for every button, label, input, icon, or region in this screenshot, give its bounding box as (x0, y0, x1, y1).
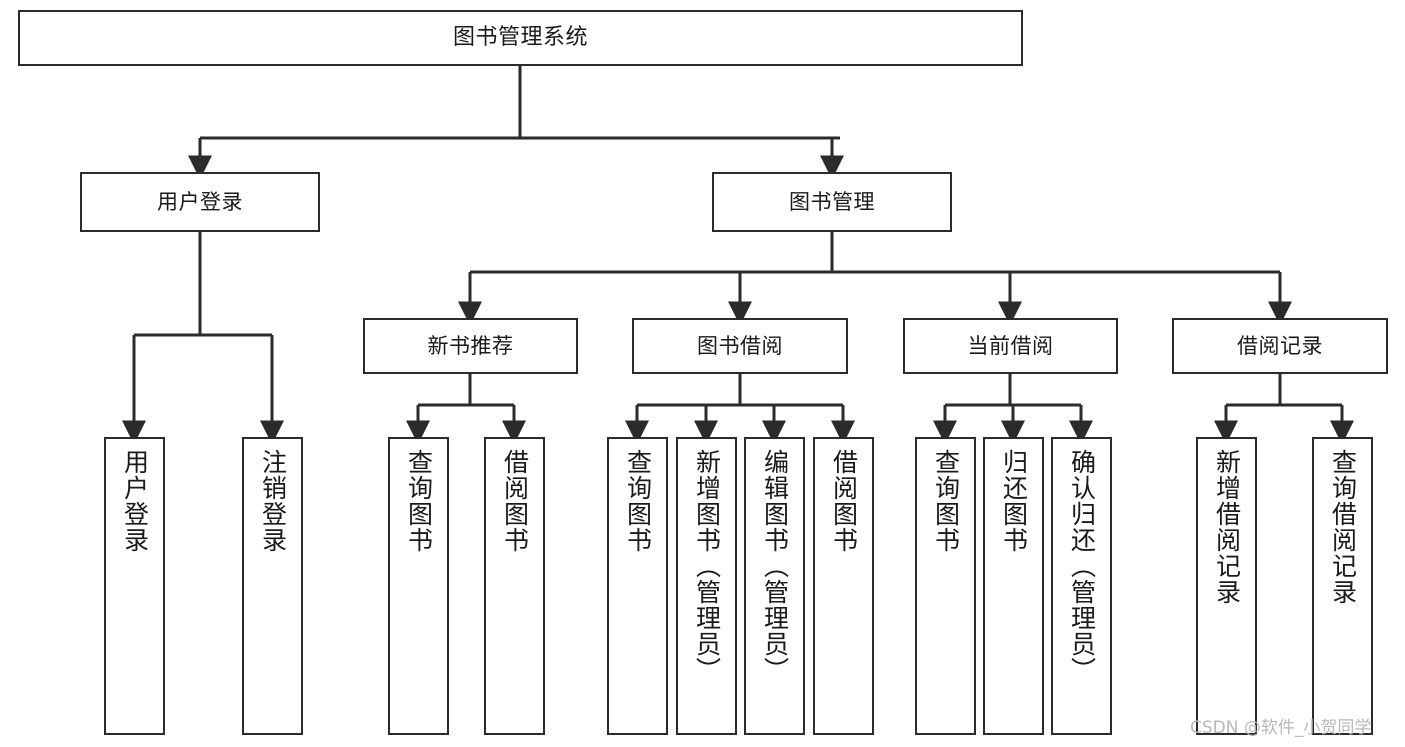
leaf-current-confirm-return[interactable]: 确认归还（管理员） (1051, 437, 1112, 735)
leaf-current-return-book[interactable]: 归还图书 (983, 437, 1044, 735)
leaf-user-login-login-label: 用户登录 (120, 449, 150, 553)
node-book-management[interactable]: 图书管理 (712, 172, 952, 232)
leaf-records-query-record-label: 查询借阅记录 (1328, 449, 1358, 605)
leaf-user-login-login[interactable]: 用户登录 (104, 437, 165, 735)
csdn-watermark: CSDN @软件_小贺同学 (1190, 718, 1372, 738)
leaf-records-add-record-label: 新增借阅记录 (1212, 449, 1242, 605)
node-borrow-records[interactable]: 借阅记录 (1172, 318, 1388, 374)
leaf-current-query-book-label: 查询图书 (931, 449, 961, 553)
node-root-label: 图书管理系统 (452, 25, 588, 51)
leaf-borrow-borrow-book-label: 借阅图书 (829, 449, 859, 553)
leaf-borrow-add-book-label: 新增图书（管理员） (692, 449, 722, 683)
leaf-user-login-logout-label: 注销登录 (258, 449, 288, 553)
node-user-login-label: 用户登录 (157, 189, 243, 214)
leaf-borrow-edit-book-label: 编辑图书（管理员） (760, 449, 790, 683)
node-current-borrow-label: 当前借阅 (967, 333, 1054, 358)
node-book-borrow[interactable]: 图书借阅 (632, 318, 848, 374)
node-book-borrow-label: 图书借阅 (697, 333, 783, 358)
leaf-borrow-borrow-book[interactable]: 借阅图书 (813, 437, 874, 735)
leaf-current-return-book-label: 归还图书 (999, 449, 1029, 553)
leaf-borrow-query-book-label: 查询图书 (623, 449, 653, 553)
node-borrow-records-label: 借阅记录 (1237, 333, 1323, 358)
node-new-book-recommend-label: 新书推荐 (427, 333, 514, 358)
leaf-borrow-add-book[interactable]: 新增图书（管理员） (676, 437, 737, 735)
node-new-book-recommend[interactable]: 新书推荐 (363, 318, 578, 374)
leaf-records-query-record[interactable]: 查询借阅记录 (1312, 437, 1373, 735)
leaf-user-login-logout[interactable]: 注销登录 (242, 437, 303, 735)
leaf-borrow-edit-book[interactable]: 编辑图书（管理员） (744, 437, 805, 735)
leaf-recommend-query-book-label: 查询图书 (404, 449, 434, 553)
leaf-current-query-book[interactable]: 查询图书 (915, 437, 976, 735)
leaf-recommend-borrow-book-label: 借阅图书 (500, 449, 530, 553)
leaf-recommend-query-book[interactable]: 查询图书 (388, 437, 449, 735)
leaf-recommend-borrow-book[interactable]: 借阅图书 (484, 437, 545, 735)
leaf-current-confirm-return-label: 确认归还（管理员） (1067, 449, 1097, 683)
node-user-login[interactable]: 用户登录 (80, 172, 320, 232)
leaf-records-add-record[interactable]: 新增借阅记录 (1196, 437, 1257, 735)
node-book-management-label: 图书管理 (789, 189, 875, 214)
node-root[interactable]: 图书管理系统 (18, 10, 1023, 66)
leaf-borrow-query-book[interactable]: 查询图书 (607, 437, 668, 735)
node-current-borrow[interactable]: 当前借阅 (903, 318, 1118, 374)
